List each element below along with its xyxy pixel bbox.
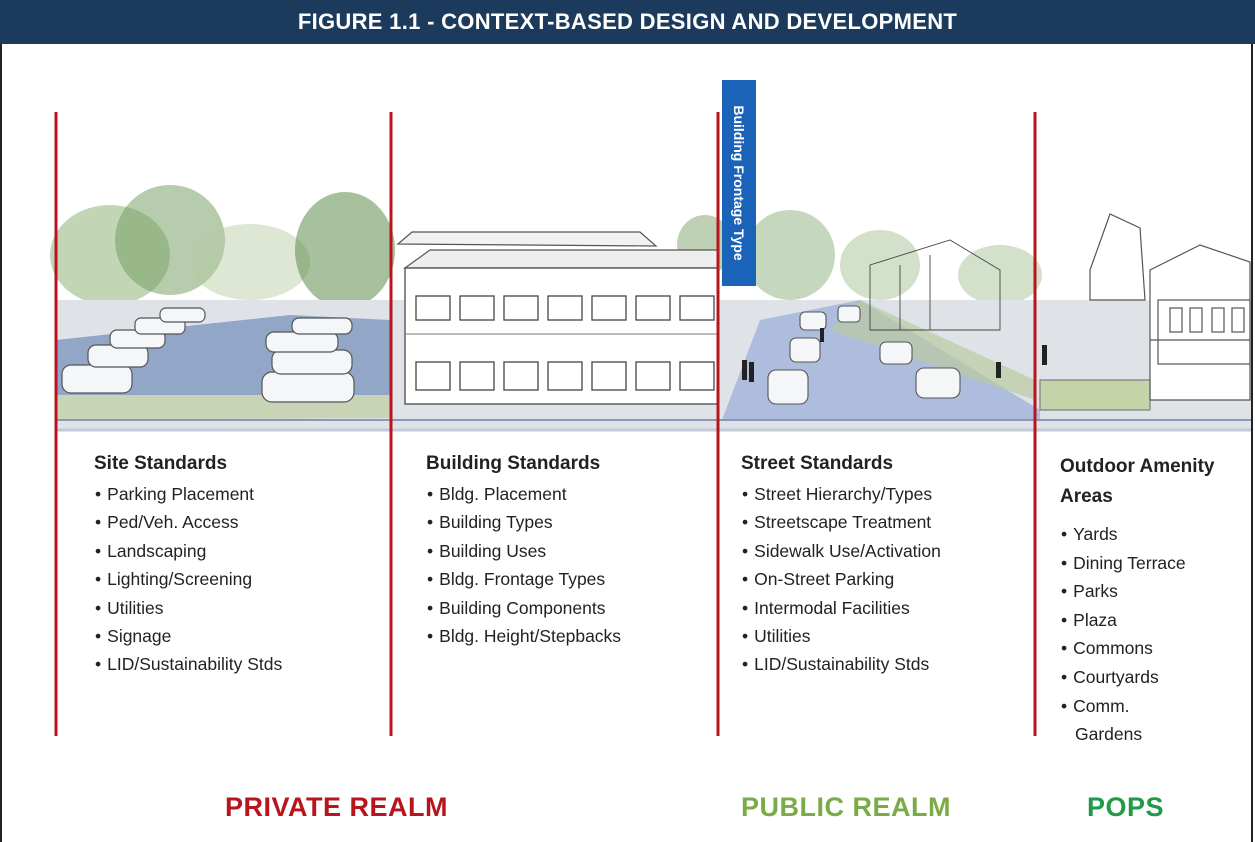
street-standards-column: Street Standards Street Hierarchy/Types …: [741, 452, 941, 679]
outdoor-amenity-heading: Outdoor Amenity Areas: [1060, 456, 1215, 507]
list-item: Parking Placement: [94, 480, 282, 508]
site-standards-heading: Site Standards: [94, 453, 228, 474]
list-item: Intermodal Facilities: [741, 594, 941, 622]
frontage-type-label: Building Frontage Type: [731, 105, 747, 261]
site-standards-column: Site Standards Parking Placement Ped/Veh…: [94, 452, 282, 679]
list-item: Utilities: [94, 594, 282, 622]
list-item: Building Types: [426, 508, 621, 536]
parked-cars: [61, 307, 355, 403]
pops-label: POPS: [1087, 792, 1165, 822]
list-item: Bldg. Height/Stepbacks: [426, 622, 621, 650]
building-illustration: [396, 231, 719, 405]
list-item: Dining Terrace: [1060, 549, 1250, 578]
list-item: Courtyards: [1060, 663, 1250, 692]
list-item: Parks: [1060, 577, 1250, 606]
building-standards-column: Building Standards Bldg. Placement Build…: [426, 452, 621, 650]
list-item: LID/Sustainability Stds: [741, 650, 941, 678]
list-item: On-Street Parking: [741, 565, 941, 593]
street-standards-list: Street Hierarchy/Types Streetscape Treat…: [741, 480, 941, 679]
houses-illustration: [1039, 213, 1251, 411]
list-item: Comm. Gardens: [1060, 692, 1195, 749]
private-realm-label: PRIVATE REALM: [225, 792, 449, 822]
list-item: Bldg. Frontage Types: [426, 565, 621, 593]
list-item: Signage: [94, 622, 282, 650]
list-item: Yards: [1060, 520, 1250, 549]
frontage-type-tag: Building Frontage Type: [722, 80, 756, 286]
outdoor-amenity-list: Yards Dining Terrace Parks Plaza Commons…: [1060, 520, 1250, 749]
list-item: Landscaping: [94, 537, 282, 565]
list-item: Street Hierarchy/Types: [741, 480, 941, 508]
list-item: Lighting/Screening: [94, 565, 282, 593]
list-item: Sidewalk Use/Activation: [741, 537, 941, 565]
list-item: Utilities: [741, 622, 941, 650]
list-item: Commons: [1060, 634, 1250, 663]
figure-title: FIGURE 1.1 - CONTEXT-BASED DESIGN AND DE…: [0, 0, 1255, 44]
street-illustration: [722, 239, 1040, 420]
site-standards-list: Parking Placement Ped/Veh. Access Landsc…: [94, 480, 282, 679]
list-item: LID/Sustainability Stds: [94, 650, 282, 678]
list-item: Streetscape Treatment: [741, 508, 941, 536]
building-standards-heading: Building Standards: [426, 453, 601, 474]
list-item: Ped/Veh. Access: [94, 508, 282, 536]
public-realm-label: PUBLIC REALM: [741, 792, 951, 822]
list-item: Building Uses: [426, 537, 621, 565]
list-item: Building Components: [426, 594, 621, 622]
background-trees: [50, 185, 1042, 308]
street-standards-heading: Street Standards: [741, 453, 894, 474]
list-item: Bldg. Placement: [426, 480, 621, 508]
list-item: Plaza: [1060, 606, 1250, 635]
building-standards-list: Bldg. Placement Building Types Building …: [426, 480, 621, 650]
outdoor-amenity-column: Outdoor Amenity Areas Yards Dining Terra…: [1060, 452, 1250, 749]
